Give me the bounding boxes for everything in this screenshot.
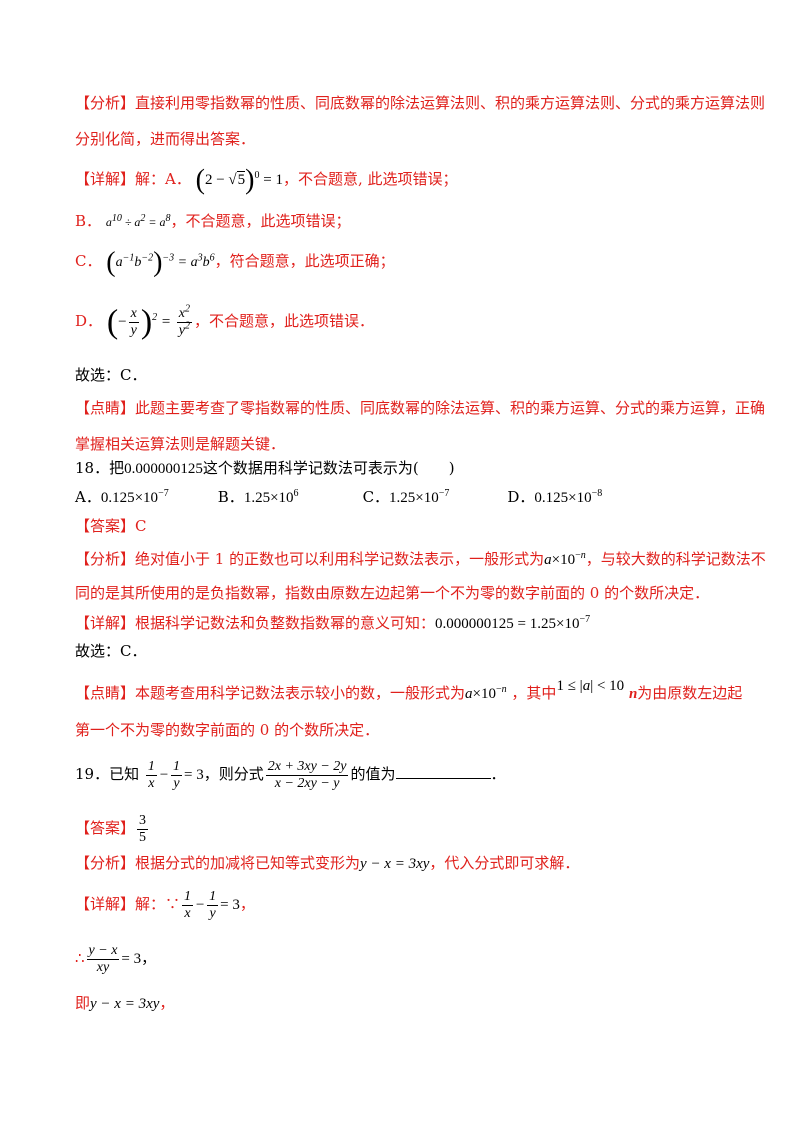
analysis-tag: 【分析】: [75, 854, 136, 872]
q18-options: A．0.125×10−7 B．1.25×106 C．1.25×10−7 D．0.…: [75, 487, 740, 508]
answer-tag: 【答案】: [75, 517, 136, 535]
q17-option-b: B． a10 ÷ a2 = a8，不合题意，此选项错误；: [75, 212, 351, 230]
formula-q18: 0.000000125 = 1.25×10−7: [435, 614, 591, 633]
comment-tag: 【点睛】: [75, 684, 136, 702]
q17-detail-a: 【详解】解：A． (2 − √5)0 = 1，不合题意, 此选项错误；: [75, 164, 458, 196]
q18-option-c: C．1.25×10−7: [362, 488, 450, 506]
q18-option-d: D．0.125×10−8: [507, 488, 603, 506]
q18-answer-line: 故选：C．: [75, 642, 147, 660]
analysis-tag: 【分析】: [75, 550, 136, 568]
q17-answer: 故选：C．: [75, 366, 147, 384]
q18-option-a: A．0.125×10−7: [75, 488, 169, 506]
q17-comment-line-2: 掌握相关运算法则是解题关键．: [75, 435, 286, 453]
q17-analysis-line-2: 分别化简，进而得出答案．: [75, 130, 256, 148]
formula-c: (a−1b−2)−3 = a3b6: [106, 246, 215, 278]
q19-step-3: 即y − x = 3xy，: [75, 994, 175, 1012]
analysis-tag: 【分析】: [75, 94, 136, 112]
q18-comment-line-2: 第一个不为零的数字前面的 0 的个数所决定．: [75, 721, 380, 739]
comment-tag: 【点睛】: [75, 399, 136, 417]
q17-option-c: C． (a−1b−2)−3 = a3b6，符合题意，此选项正确；: [75, 246, 395, 278]
answer-blank[interactable]: [395, 764, 491, 779]
q19-analysis: 【分析】根据分式的加减将已知等式变形为y − x = 3xy，代入分式即可求解．: [75, 854, 580, 872]
detail-tag: 【详解】: [75, 614, 136, 632]
q18-analysis-line-1: 【分析】绝对值小于 1 的正数也可以利用科学记数法表示，一般形式为a×10−n，…: [75, 550, 766, 568]
q18-answer: 【答案】C: [75, 517, 147, 535]
formula-b: a10 ÷ a2 = a8: [105, 213, 171, 230]
q18-comment-line-1: 【点睛】本题考查用科学记数法表示较小的数，一般形式为a×10−n ，其中1 ≤ …: [75, 678, 743, 702]
q17-comment-line-1: 【点睛】此题主要考查了零指数幂的性质、同底数幂的除法运算、积的乘方运算、分式的乘…: [75, 399, 766, 417]
q18-detail: 【详解】根据科学记数法和负整数指数幂的意义可知：0.000000125 = 1.…: [75, 614, 591, 633]
detail-tag: 【详解】: [75, 170, 136, 188]
q18-stem: 18．把0.000000125这个数据用科学记数法可表示为( ): [75, 459, 455, 477]
formula-a: (2 − √5)0 = 1: [195, 164, 283, 196]
detail-tag: 【详解】: [75, 895, 136, 913]
q18-option-b: B．1.25×106: [217, 488, 299, 506]
q18-analysis-line-2: 同的是其所使用的是负指数幂，指数由原数左边起第一个不为零的数字前面的 0 的个数…: [75, 584, 710, 602]
answer-tag: 【答案】: [75, 819, 136, 837]
q17-analysis-line-1: 【分析】直接利用零指数幂的性质、同底数幂的除法运算法则、积的乘方运算法则、分式的…: [75, 94, 766, 112]
